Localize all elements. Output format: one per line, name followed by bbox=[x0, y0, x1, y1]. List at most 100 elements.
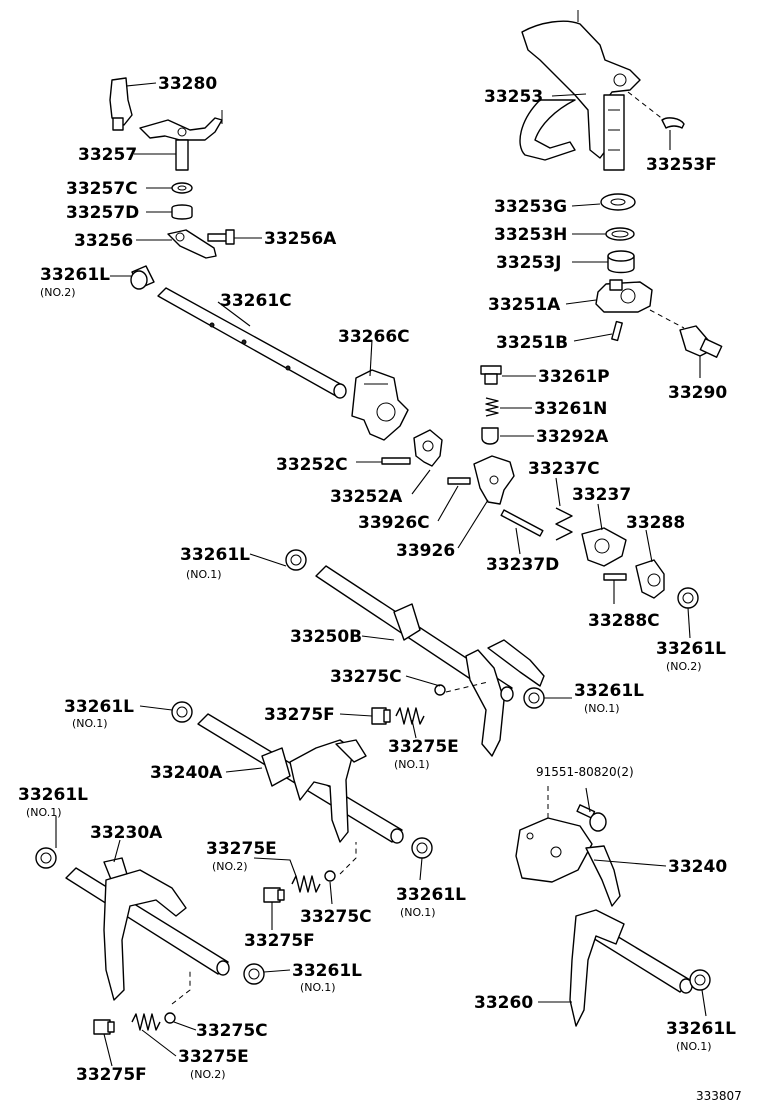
part-33251B-pin bbox=[611, 320, 623, 342]
part-33261L-bushing-r2 bbox=[523, 687, 545, 709]
part-33261L-bushing-fl bbox=[35, 847, 57, 869]
callout-33275E-3: 33275E bbox=[178, 1047, 249, 1067]
part-33275C-ball-2 bbox=[324, 870, 336, 882]
part-33261P-plug bbox=[480, 365, 502, 385]
callout-91551-80820: 91551-80820(2) bbox=[536, 765, 634, 779]
part-33266C-block bbox=[351, 369, 409, 441]
callout-33275C-3: 33275C bbox=[196, 1021, 268, 1041]
callout-33275F-1: 33275F bbox=[264, 705, 335, 725]
callout-33261L-r1: 33261L bbox=[656, 639, 726, 659]
callout-33240: 33240 bbox=[668, 857, 727, 877]
callout-33266C: 33266C bbox=[338, 327, 410, 347]
callout-33261P: 33261P bbox=[538, 367, 610, 387]
part-33275E-spring-3 bbox=[131, 1013, 161, 1031]
part-33275C-ball-3 bbox=[164, 1012, 176, 1024]
callout-33261L-m2-note: (NO.1) bbox=[400, 906, 436, 919]
part-33261L-bushing-b1 bbox=[243, 963, 265, 985]
callout-33237D: 33237D bbox=[486, 555, 559, 575]
part-33288-head bbox=[635, 559, 665, 599]
part-illustrations bbox=[35, 10, 723, 1035]
callout-33253J: 33253J bbox=[496, 253, 561, 273]
callout-33251A: 33251A bbox=[488, 295, 561, 315]
callout-33275F-2: 33275F bbox=[244, 931, 315, 951]
callout-33261L-l1: 33261L bbox=[64, 697, 134, 717]
leader-lines bbox=[55, 82, 707, 1067]
drawing-number: 333807 bbox=[696, 1089, 742, 1103]
callout-33237C: 33237C bbox=[528, 459, 600, 479]
callout-33261L-r1-note: (NO.2) bbox=[666, 660, 702, 673]
callout-33257C: 33257C bbox=[66, 179, 138, 199]
part-33275E-spring-2 bbox=[291, 875, 321, 893]
part-33261L-bushing-br bbox=[689, 969, 711, 991]
part-33275F-plug-1 bbox=[371, 707, 391, 725]
callout-33240A: 33240A bbox=[150, 763, 223, 783]
callout-33257D: 33257D bbox=[66, 203, 139, 223]
part-33237-lever bbox=[581, 527, 627, 567]
part-33261C-shaft bbox=[157, 287, 347, 399]
callout-33261L-b1-note: (NO.1) bbox=[300, 981, 336, 994]
part-33240-bracket bbox=[515, 817, 621, 907]
part-33257-lever bbox=[139, 110, 223, 171]
callout-33261L-br-note: (NO.1) bbox=[676, 1040, 712, 1053]
callout-33253H: 33253H bbox=[494, 225, 567, 245]
part-33280-sensor bbox=[109, 77, 133, 131]
callout-33256A: 33256A bbox=[264, 229, 337, 249]
callout-33275E-2: 33275E bbox=[206, 839, 277, 859]
callout-33292A: 33292A bbox=[536, 427, 609, 447]
callout-33288C: 33288C bbox=[588, 611, 660, 631]
part-33253G-washer bbox=[600, 193, 636, 211]
callout-33237: 33237 bbox=[572, 485, 631, 505]
part-33253F-clip bbox=[661, 117, 685, 129]
callout-33261L-fl: 33261L bbox=[18, 785, 88, 805]
part-33240A-shaft-fork bbox=[197, 713, 404, 844]
part-33237D-pin bbox=[500, 509, 544, 537]
callout-33261L-tl-note: (NO.2) bbox=[40, 286, 76, 299]
callout-33261L-m2: 33261L bbox=[396, 885, 466, 905]
part-33256A-bolt bbox=[207, 229, 235, 245]
part-33261N-spring bbox=[485, 397, 499, 417]
part-33926C-pin bbox=[447, 477, 471, 485]
callout-33926: 33926 bbox=[396, 541, 455, 561]
callout-33280: 33280 bbox=[158, 74, 217, 94]
callout-33261N: 33261N bbox=[534, 399, 607, 419]
callout-33252A: 33252A bbox=[330, 487, 403, 507]
callout-labels: 33280 33257 33257C 33257D 33256 33256A 3… bbox=[18, 74, 742, 1103]
part-33288C-pin bbox=[603, 573, 627, 581]
part-33252C-pin bbox=[381, 457, 411, 465]
callout-33275E-1-note: (NO.1) bbox=[394, 758, 430, 771]
callout-33261L-br: 33261L bbox=[666, 1019, 736, 1039]
callout-33261L-r2-note: (NO.1) bbox=[584, 702, 620, 715]
callout-33275C-2: 33275C bbox=[300, 907, 372, 927]
part-33252A-head bbox=[413, 429, 443, 467]
part-33257C-washer bbox=[171, 182, 193, 194]
part-33926-lever bbox=[473, 455, 515, 505]
part-33261L-bushing-m2 bbox=[411, 837, 433, 859]
part-33261L-bushing-tl bbox=[130, 265, 155, 290]
part-33253J-bushing bbox=[607, 250, 635, 274]
part-33275C-ball-1 bbox=[434, 684, 446, 696]
callout-33230A: 33230A bbox=[90, 823, 163, 843]
callout-33288: 33288 bbox=[626, 513, 685, 533]
callout-33253: 33253 bbox=[484, 87, 543, 107]
part-33257D-bushing bbox=[171, 204, 193, 220]
callout-33257: 33257 bbox=[78, 145, 137, 165]
callout-33275F-3: 33275F bbox=[76, 1065, 147, 1085]
part-33261L-bushing-l1 bbox=[171, 701, 193, 723]
part-33251A-block bbox=[595, 279, 653, 313]
callout-33261L-fl-note: (NO.1) bbox=[26, 806, 62, 819]
callout-33261L-b1: 33261L bbox=[292, 961, 362, 981]
part-33261L-bushing-r1 bbox=[677, 587, 699, 609]
part-33237C-spring bbox=[555, 507, 573, 541]
part-33275F-plug-2 bbox=[263, 887, 285, 903]
part-33230A-shaft-fork bbox=[65, 857, 230, 1001]
part-91551-bolt bbox=[576, 804, 607, 832]
callout-33261L-m1-note: (NO.1) bbox=[186, 568, 222, 581]
callout-33261C: 33261C bbox=[220, 291, 292, 311]
callout-33253F: 33253F bbox=[646, 155, 717, 175]
callout-33251B: 33251B bbox=[496, 333, 568, 353]
part-33292A-ball bbox=[481, 427, 499, 445]
callout-33250B: 33250B bbox=[290, 627, 362, 647]
callout-33260: 33260 bbox=[474, 993, 533, 1013]
part-33275E-spring-1 bbox=[395, 707, 425, 725]
